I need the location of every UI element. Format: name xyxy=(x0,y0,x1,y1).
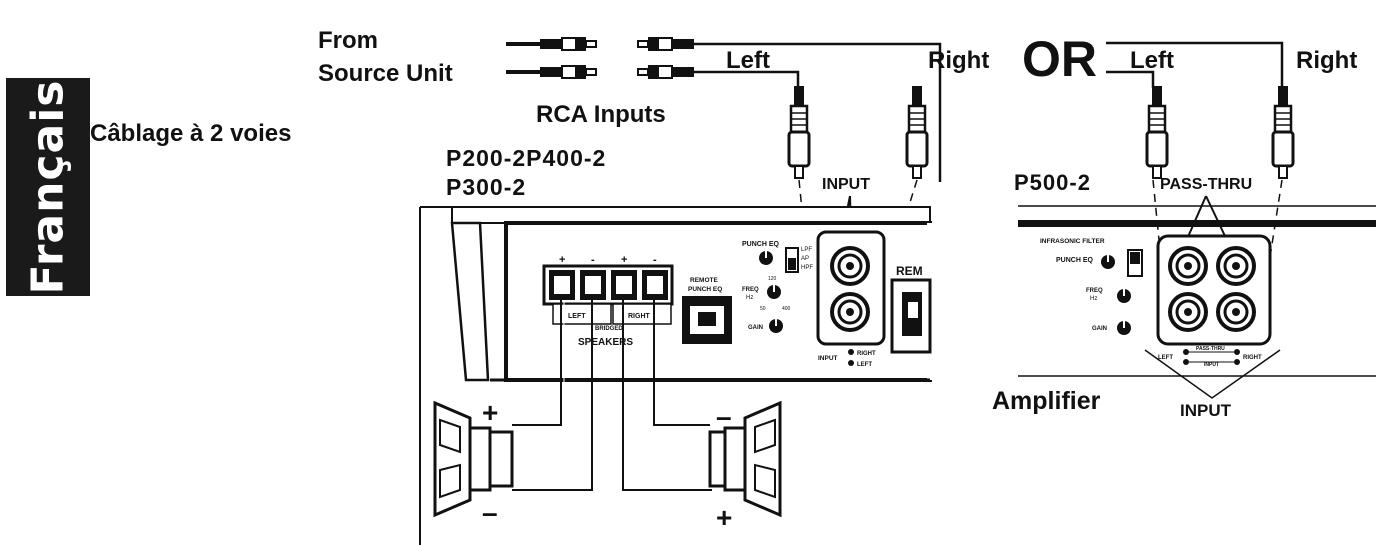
rem-jack xyxy=(890,278,932,354)
or-rca-plug-left xyxy=(1145,84,1169,180)
speaker-left-plus: + xyxy=(482,397,498,428)
speaker-left-minus: – xyxy=(482,497,498,528)
b-legend-input: INPUT xyxy=(1204,362,1219,368)
b-freq-knob xyxy=(1116,288,1132,304)
b-input-jack-right xyxy=(1216,292,1256,332)
b-panel-legend xyxy=(1183,349,1240,365)
input-label-bottom: INPUT xyxy=(1180,401,1232,420)
filter-hpf: HPF xyxy=(801,265,813,271)
or-right-label: Right xyxy=(1296,47,1357,74)
b-legend-passthru: PASS-THRU xyxy=(1196,346,1225,352)
or-left-label: Left xyxy=(1130,47,1174,74)
remote-label-2: PUNCH EQ xyxy=(688,286,722,293)
left-label: Left xyxy=(726,47,770,74)
speaker-right-minus: – xyxy=(716,401,732,432)
or-cable-bottom xyxy=(1106,70,1155,88)
b-filter-switch xyxy=(1127,249,1143,277)
freq-unit: Hz xyxy=(746,295,753,301)
rca-cable-bottom xyxy=(506,64,800,88)
filter-ap: AP xyxy=(801,256,809,262)
b-passthru-jack-left xyxy=(1168,246,1208,286)
freq-scale-1: 50 xyxy=(760,306,766,312)
b-legend-right: RIGHT xyxy=(1243,355,1262,361)
models-line2: P300-2 xyxy=(446,174,526,200)
freq-scale-2: 120 xyxy=(768,276,777,282)
right-label: Right xyxy=(928,47,989,74)
rca-inputs-label: RCA Inputs xyxy=(536,101,666,128)
punch-eq-knob xyxy=(758,250,774,266)
remote-label-1: REMOTE xyxy=(690,277,718,284)
punch-eq-label: PUNCH EQ xyxy=(742,241,780,248)
heading: Câblage à 2 voies xyxy=(90,120,291,147)
freq-label: FREQ xyxy=(742,287,759,293)
terminal-pol-3: + xyxy=(621,254,627,266)
speaker-right xyxy=(708,400,782,518)
filter-switch xyxy=(785,247,799,273)
terminal-left: LEFT xyxy=(568,313,586,320)
input-jack-right xyxy=(830,246,870,286)
or-rca-plug-right xyxy=(1271,84,1295,180)
freq-scale-3: 400 xyxy=(782,306,791,312)
terminal-bridged: BRIDGED xyxy=(595,326,623,332)
amplifier-label: Amplifier xyxy=(992,387,1101,415)
gain-label: GAIN xyxy=(748,325,763,331)
speaker-terminal-block xyxy=(542,264,674,325)
terminal-right: RIGHT xyxy=(628,313,651,320)
rca-plug-right xyxy=(905,84,929,180)
amplifier-b xyxy=(1018,205,1376,377)
terminal-pol-2: - xyxy=(591,254,595,266)
b-gain-knob xyxy=(1116,320,1132,336)
source-line1: From xyxy=(318,27,378,54)
pass-thru-label: PASS-THRU xyxy=(1160,176,1252,193)
rca-plug-left xyxy=(787,84,811,180)
filter-lpf: LPF xyxy=(801,247,812,253)
b-freq-label: FREQ xyxy=(1086,288,1103,294)
or-label: OR xyxy=(1022,31,1097,87)
b-passthru-jack-right xyxy=(1216,246,1256,286)
terminal-pol-1: + xyxy=(559,254,565,266)
b-freq-unit: Hz xyxy=(1090,296,1097,302)
language-tab: Français xyxy=(6,78,90,296)
speaker-right-plus: + xyxy=(716,502,732,533)
input-label: INPUT xyxy=(822,176,870,193)
panel-input-word: INPUT xyxy=(818,355,838,362)
input-right-dot xyxy=(848,349,854,355)
b-input-jack-left xyxy=(1168,292,1208,332)
b-punch-eq-knob xyxy=(1100,254,1116,270)
rem-label: REM xyxy=(896,264,923,278)
rca-cable-top xyxy=(506,36,942,182)
input-left-dot xyxy=(848,360,854,366)
infrasonic-label: INFRASONIC FILTER xyxy=(1040,238,1105,245)
source-line2: Source Unit xyxy=(318,60,453,87)
gain-knob xyxy=(768,318,784,334)
input-jack-left xyxy=(830,292,870,332)
terminal-speakers: SPEAKERS xyxy=(578,337,633,348)
b-gain-label: GAIN xyxy=(1092,326,1107,332)
b-input-bracket xyxy=(1144,349,1281,399)
speaker-wires xyxy=(512,300,712,491)
models-line1: P200-2P400-2 xyxy=(446,145,606,171)
terminal-pol-4: - xyxy=(653,254,657,266)
panel-input-left: LEFT xyxy=(857,362,872,368)
speaker-left xyxy=(433,400,514,518)
freq-knob xyxy=(766,284,782,300)
b-legend-left: LEFT xyxy=(1158,355,1173,361)
model-b: P500-2 xyxy=(1014,170,1091,195)
panel-input-right: RIGHT xyxy=(857,351,876,357)
or-cable-top xyxy=(1106,41,1284,88)
remote-jack xyxy=(682,296,732,344)
b-punch-eq-label: PUNCH EQ xyxy=(1056,257,1094,264)
